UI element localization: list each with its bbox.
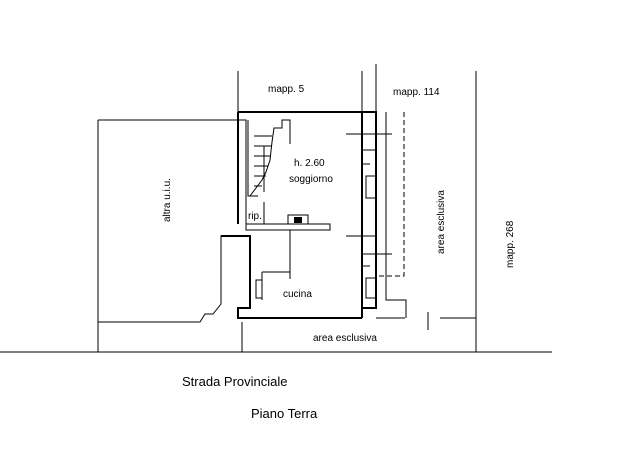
label-mapp-268: mapp. 268 <box>505 220 516 268</box>
label-altra-uiu: altra u.i.u. <box>162 178 173 222</box>
label-strada-provinciale: Strada Provinciale <box>182 374 288 389</box>
label-rip: rip. <box>248 211 262 222</box>
label-area-esclusiva-side: area esclusiva <box>436 190 447 254</box>
wall-openings <box>255 133 392 299</box>
label-area-esclusiva-front: area esclusiva <box>313 333 377 344</box>
building-walls <box>221 111 405 319</box>
neighbour-boundaries <box>0 64 552 353</box>
label-piano-terra: Piano Terra <box>251 406 318 421</box>
label-cucina: cucina <box>283 289 312 300</box>
label-soggiorno: soggiorno <box>289 174 333 185</box>
label-mapp-114: mapp. 114 <box>393 87 440 98</box>
exclusive-area-boundaries <box>241 112 476 352</box>
label-mapp-5: mapp. 5 <box>268 84 305 95</box>
label-height: h. 2.60 <box>294 158 325 169</box>
